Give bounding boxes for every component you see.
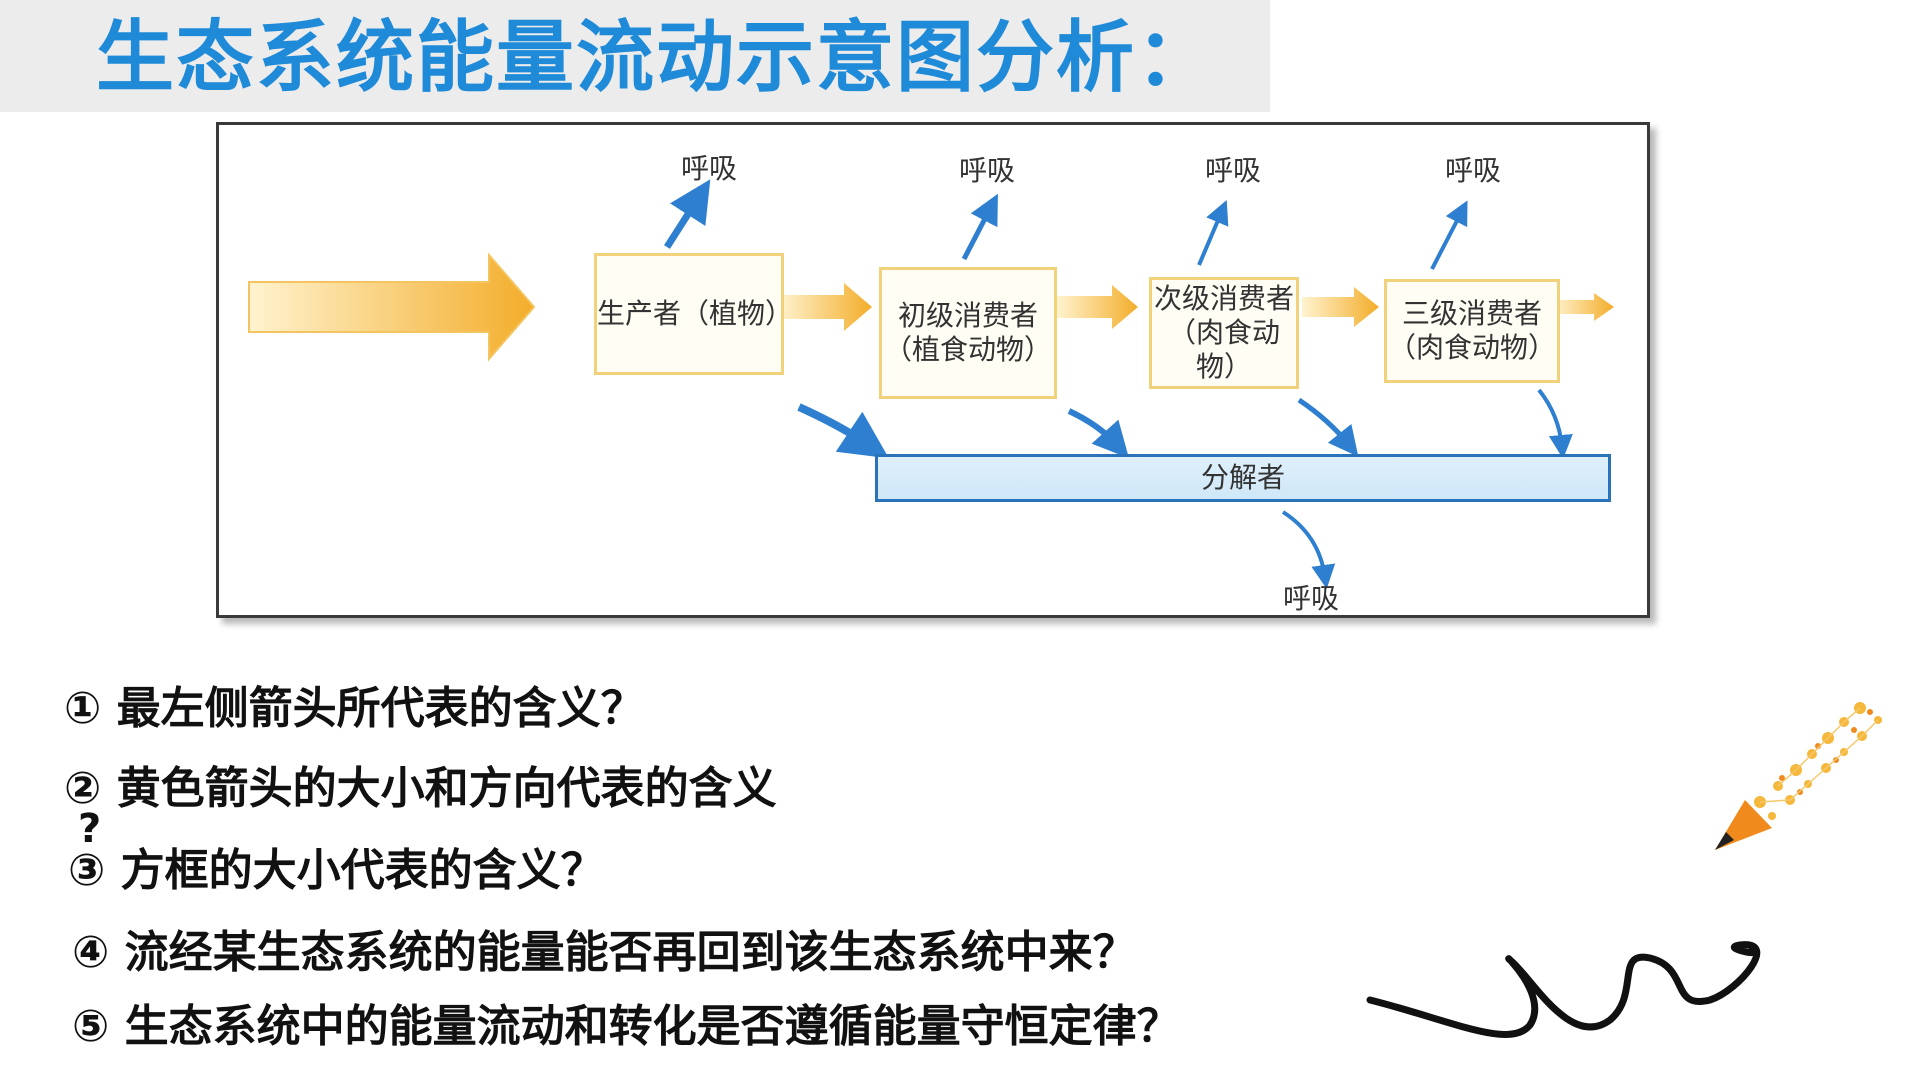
respiration-label-1: 呼吸 (681, 152, 738, 185)
energy-flow-diagram: 生产者（植物） 初级消费者（植食动物） 次级消费者（肉食动物） 三级消费者（肉食… (216, 122, 1650, 618)
respiration-label-5: 呼吸 (1283, 582, 1340, 615)
question-5: ⑤ 生态系统中的能量流动和转化是否遵循能量守恒定律？ (72, 1001, 1181, 1052)
respiration-arrow-1 (664, 179, 711, 249)
flow-arrow-1 (779, 283, 872, 331)
secondary-consumer-box: 次级消费者（肉食动物） (1149, 277, 1299, 389)
question-2-overflow-mark: ? (78, 806, 102, 852)
flow-arrow-3 (1302, 287, 1379, 327)
respiration-label-4: 呼吸 (1445, 154, 1502, 187)
question-2: ② 黄色箭头的大小和方向代表的含义 (64, 763, 777, 814)
respiration-arrow-4 (1430, 200, 1468, 270)
flow-arrow-2 (1057, 285, 1138, 329)
primary-consumer-label: 初级消费者（植食动物） (883, 299, 1052, 366)
pencil-icon (1366, 702, 1882, 1038)
respiration-arrow-3 (1197, 199, 1229, 266)
question-1: ① 最左侧箭头所代表的含义？ (64, 683, 645, 734)
respiration-label-2: 呼吸 (959, 154, 1016, 187)
decomposition-arrow-2 (1067, 408, 1130, 459)
primary-consumer-box: 初级消费者（植食动物） (879, 267, 1057, 399)
tertiary-consumer-box: 三级消费者（肉食动物） (1384, 279, 1560, 383)
tertiary-consumer-label: 三级消费者（肉食动物） (1387, 297, 1556, 364)
decomposition-arrow-3 (1297, 397, 1359, 457)
decomposer-respiration-arrow (1281, 510, 1336, 589)
page-title: 生态系统能量流动示意图分析： (96, 13, 1217, 103)
secondary-consumer-label: 次级消费者（肉食动物） (1153, 282, 1294, 383)
question-3: ③ 方框的大小代表的含义？ (68, 845, 605, 896)
input-energy-arrow (248, 252, 536, 362)
respiration-arrow-2 (961, 193, 998, 261)
decomposer-box: 分解者 (875, 454, 1611, 502)
producer-label: 生产者（植物） (597, 297, 794, 330)
decomposition-arrow-4 (1537, 388, 1573, 459)
diagram-arrows (248, 179, 1614, 589)
respiration-label-3: 呼吸 (1205, 154, 1262, 187)
producer-box: 生产者（植物） (594, 253, 794, 375)
title-band (0, 0, 1270, 112)
question-4: ④ 流经某生态系统的能量能否再回到该生态系统中来？ (72, 927, 1137, 978)
flow-arrow-4 (1554, 293, 1614, 321)
decomposition-arrow-1 (797, 403, 889, 459)
